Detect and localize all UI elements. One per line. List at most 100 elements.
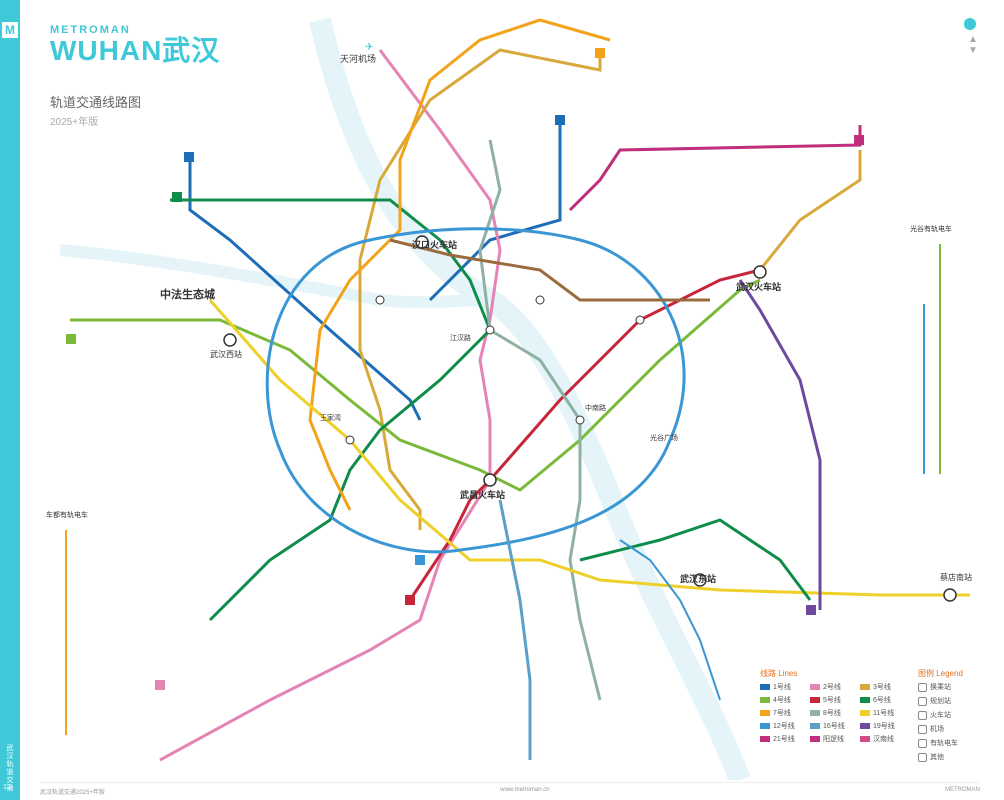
legend2-label: 有轨电车 [930,740,958,747]
station-label[interactable]: 武汉东站 [680,573,716,584]
legend-item: 阳逻线 [810,734,860,744]
line-12-ring[interactable] [265,227,686,554]
map-edition: 2025+年版 [50,117,99,128]
tram-chedu-panel: 车都有轨电车 [46,510,100,750]
station-label[interactable]: 蔡店南站 [940,572,972,582]
line-19[interactable] [738,279,822,610]
tram-guanggu-panel: 光谷有轨电车 [910,224,972,494]
legend-item: 19号线 [860,721,910,731]
line-tram-east[interactable] [619,539,721,701]
metro-map[interactable]: ✈ 天河机场 中法生态城 汉口火车站 武汉火车站 武昌火车站 武汉东站 武汉西站… [20,0,1004,780]
legend2-label: 机场 [930,726,944,733]
station-label[interactable]: 天河机场 [340,53,376,64]
metroman-logo-icon: M [2,22,18,38]
legend-label: 4号线 [773,697,791,704]
legend-label: 8号线 [823,710,841,717]
legend2-symbol-icon [918,752,927,762]
brand-small: METROMAN [50,24,131,36]
legend2-item: 机场 [918,724,988,734]
station-label[interactable]: 江汉路 [450,333,471,342]
legend2-item: 有轨电车 [918,738,988,748]
legend2-label: 其他 [930,754,944,761]
interchange-markers[interactable] [223,235,957,602]
legend2-list: 换乘站规划站火车站机场有轨电车其他 [918,682,988,762]
line-6[interactable] [170,198,492,622]
airport-icon: ✈ [365,42,373,53]
station-label[interactable]: 武汉西站 [210,349,242,359]
legend-symbols: 图例 Legend 换乘站规划站火车站机场有轨电车其他 [918,668,988,766]
legend-swatch [760,736,770,742]
legend-item: 21号线 [760,734,810,744]
down-arrow-icon[interactable]: ▼ [968,45,978,56]
legend2-label: 火车站 [930,712,951,719]
tram-guanggu-diagram [923,244,941,474]
tram-title: 车都有轨电车 [46,512,88,519]
legend2-title: 图例 Legend [918,669,963,678]
footer-right: METROMAN [945,787,980,793]
legend-item: 汉南线 [860,734,910,744]
line-7[interactable] [308,18,611,511]
legend-label: 2号线 [823,684,841,691]
legend-label: 12号线 [773,723,795,730]
legend2-label: 规划站 [930,698,951,705]
footer-mid: www.metroman.cn [500,787,550,793]
station-label[interactable]: 汉口火车站 [412,239,457,250]
brand-title: WUHAN武汉 [50,35,221,66]
header: METROMAN WUHAN武汉 轨道交通线路图 2025+年版 [50,24,220,128]
legend-swatch [760,723,770,729]
line-7-north[interactable] [758,150,862,271]
footer: 武汉轨道交通2025+年版 www.metroman.cn METROMAN [40,782,980,796]
legend-swatch [860,710,870,716]
legend2-item: 换乘站 [918,682,988,692]
line-16[interactable] [498,499,532,760]
line-2[interactable] [159,49,502,762]
up-arrow-icon[interactable]: ▲ [968,34,978,45]
station-label[interactable]: 光谷广场 [650,433,678,442]
tram-chedu-diagram [65,530,67,735]
legend-label: 21号线 [773,736,795,743]
legend-item: 8号线 [810,708,860,718]
legend-label: 1号线 [773,684,791,691]
legend-item: 16号线 [810,721,860,731]
line-3[interactable] [358,48,602,530]
page-number: 12 [3,784,11,791]
line-11[interactable] [208,299,970,597]
line-21[interactable] [568,125,862,212]
legend-item: 5号线 [810,695,860,705]
legend-swatch [810,684,820,690]
footer-left: 武汉轨道交通2025+年版 [40,790,105,796]
legend-swatch [860,736,870,742]
legend2-symbol-icon [918,696,927,706]
station-label[interactable]: 王家湾 [320,413,341,422]
map-subtitle: 轨道交通线路图 [50,95,142,110]
legend-swatch [860,684,870,690]
line-4-east[interactable] [579,518,812,601]
legend-item: 1号线 [760,682,810,692]
han-river [59,244,491,309]
corner-controls[interactable]: ▲ ▼ [964,18,982,56]
legend-swatch [810,736,820,742]
yangtze-river [309,17,751,780]
line-badges[interactable] [66,48,864,690]
legend-label: 6号线 [873,697,891,704]
legend-item: 4号线 [760,695,810,705]
legend-item: 12号线 [760,721,810,731]
legend-swatch [860,723,870,729]
legend2-item: 其他 [918,752,988,762]
side-strip: M 武汉轨道交通 12 [0,0,20,800]
station-label[interactable]: 中南路 [585,403,606,412]
legend-swatch [760,697,770,703]
station-label[interactable]: 武昌火车站 [460,489,505,500]
legend2-label: 换乘站 [930,684,951,691]
legend-label: 19号线 [873,723,895,730]
station-label[interactable]: 武汉火车站 [736,281,781,292]
station-label[interactable]: 中法生态城 [160,287,215,301]
line-4[interactable] [70,278,761,492]
legend-swatch [860,697,870,703]
legend-swatch [810,710,820,716]
legend2-symbol-icon [918,738,927,748]
line-8[interactable] [478,139,602,701]
line-5[interactable] [408,268,761,601]
line-brown[interactable] [389,238,710,302]
